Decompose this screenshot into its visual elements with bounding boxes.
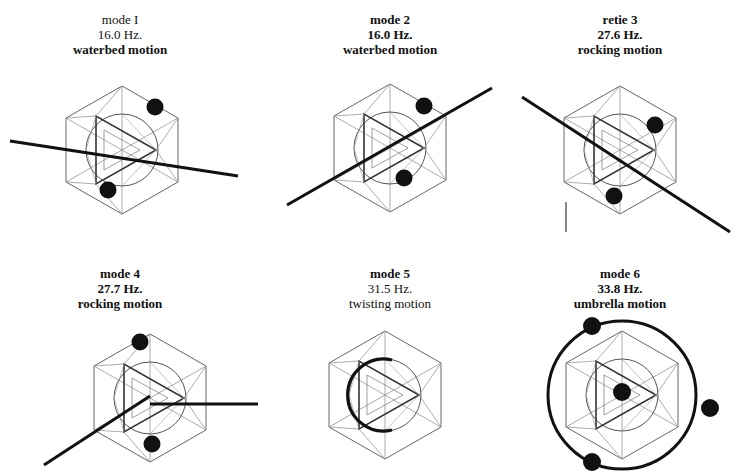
motion-label: twisting motion (349, 296, 431, 311)
frequency-label: 27.6 Hz. (597, 27, 642, 42)
frequency-label: 16.0 Hz. (98, 27, 142, 42)
mode-title: mode 2 (370, 12, 410, 27)
motion-label: rocking motion (78, 296, 163, 311)
mode-title: mode 6 (600, 266, 640, 281)
motion-label: waterbed motion (73, 42, 167, 57)
motion-label: waterbed motion (343, 42, 437, 57)
frequency-label: 33.8 Hz. (597, 281, 642, 296)
mode-title: mode 4 (100, 266, 140, 281)
motion-label: rocking motion (578, 42, 663, 57)
frequency-label: 31.5 Hz. (368, 281, 412, 296)
mode-title: mode 5 (370, 266, 410, 281)
mode-title: retie 3 (603, 12, 638, 27)
mode-title: mode I (102, 12, 138, 27)
motion-label: umbrella motion (574, 296, 667, 311)
frequency-label: 16.0 Hz. (367, 27, 412, 42)
frequency-label: 27.7 Hz. (97, 281, 142, 296)
